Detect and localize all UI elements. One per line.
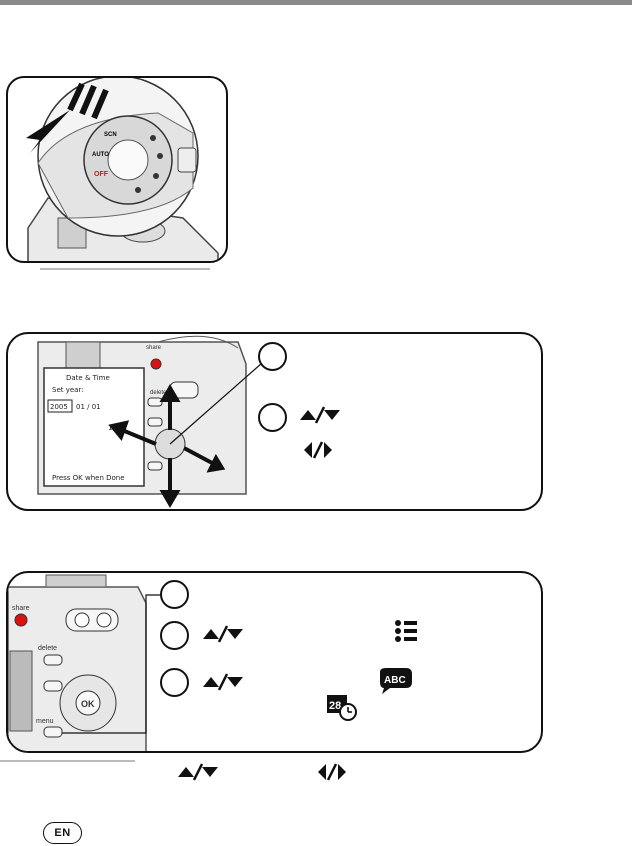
language-badge: EN bbox=[43, 822, 82, 844]
date-time-drawing: Date & Time Set year: 2005 01 / 01 12:0 … bbox=[37, 335, 271, 508]
delete-label: delete bbox=[38, 645, 57, 652]
lcd-line-1: Set year: bbox=[52, 386, 84, 394]
date-time-icon: 28 bbox=[327, 695, 357, 721]
step-3-marker bbox=[160, 668, 189, 697]
lcd-year: 2005 bbox=[50, 403, 68, 411]
share-label: share bbox=[12, 605, 30, 612]
mode-dial-illustration: SCN AUTO OFF bbox=[6, 76, 228, 263]
up-down-arrows-icon bbox=[178, 763, 218, 781]
delete-label: delete bbox=[150, 390, 167, 396]
date-time-illustration: Date & Time Set year: 2005 01 / 01 12:0 … bbox=[6, 332, 543, 511]
step-2-marker bbox=[160, 621, 189, 650]
menu-label: menu bbox=[36, 718, 54, 725]
menu-illustration: share delete OK menu ABC 28 bbox=[6, 571, 543, 753]
caption-rule bbox=[0, 760, 135, 762]
dial-scn-label: SCN bbox=[104, 132, 117, 138]
date-time-icon-text: 28 bbox=[329, 700, 341, 712]
language-icon: ABC bbox=[380, 668, 412, 694]
dial-off-label: OFF bbox=[94, 171, 109, 178]
up-down-arrows-icon bbox=[300, 406, 340, 424]
caption-rule bbox=[40, 268, 210, 270]
step-1-marker bbox=[258, 342, 287, 371]
up-down-arrows-icon bbox=[203, 673, 243, 691]
menu-drawing: share delete OK menu bbox=[8, 574, 162, 751]
language-icon-text: ABC bbox=[384, 675, 406, 686]
ok-label: OK bbox=[81, 699, 95, 709]
up-down-arrows-icon bbox=[203, 625, 243, 643]
left-right-arrows-icon bbox=[318, 763, 346, 781]
turn-arrow-icon bbox=[26, 82, 109, 153]
step-1-marker bbox=[160, 580, 189, 609]
step-2-marker bbox=[258, 403, 287, 432]
top-rule bbox=[0, 0, 632, 5]
left-right-arrows-icon bbox=[304, 441, 332, 459]
dial-auto-label: AUTO bbox=[92, 152, 109, 158]
mode-dial-drawing: SCN AUTO OFF bbox=[26, 78, 219, 261]
lcd-title: Date & Time bbox=[66, 374, 110, 382]
share-label: share bbox=[146, 345, 162, 351]
setup-menu-icon bbox=[395, 620, 417, 642]
lcd-footer: Press OK when Done bbox=[52, 474, 125, 482]
direction-arrows-icon bbox=[108, 384, 226, 508]
lcd-date: 01 / 01 bbox=[76, 403, 101, 411]
